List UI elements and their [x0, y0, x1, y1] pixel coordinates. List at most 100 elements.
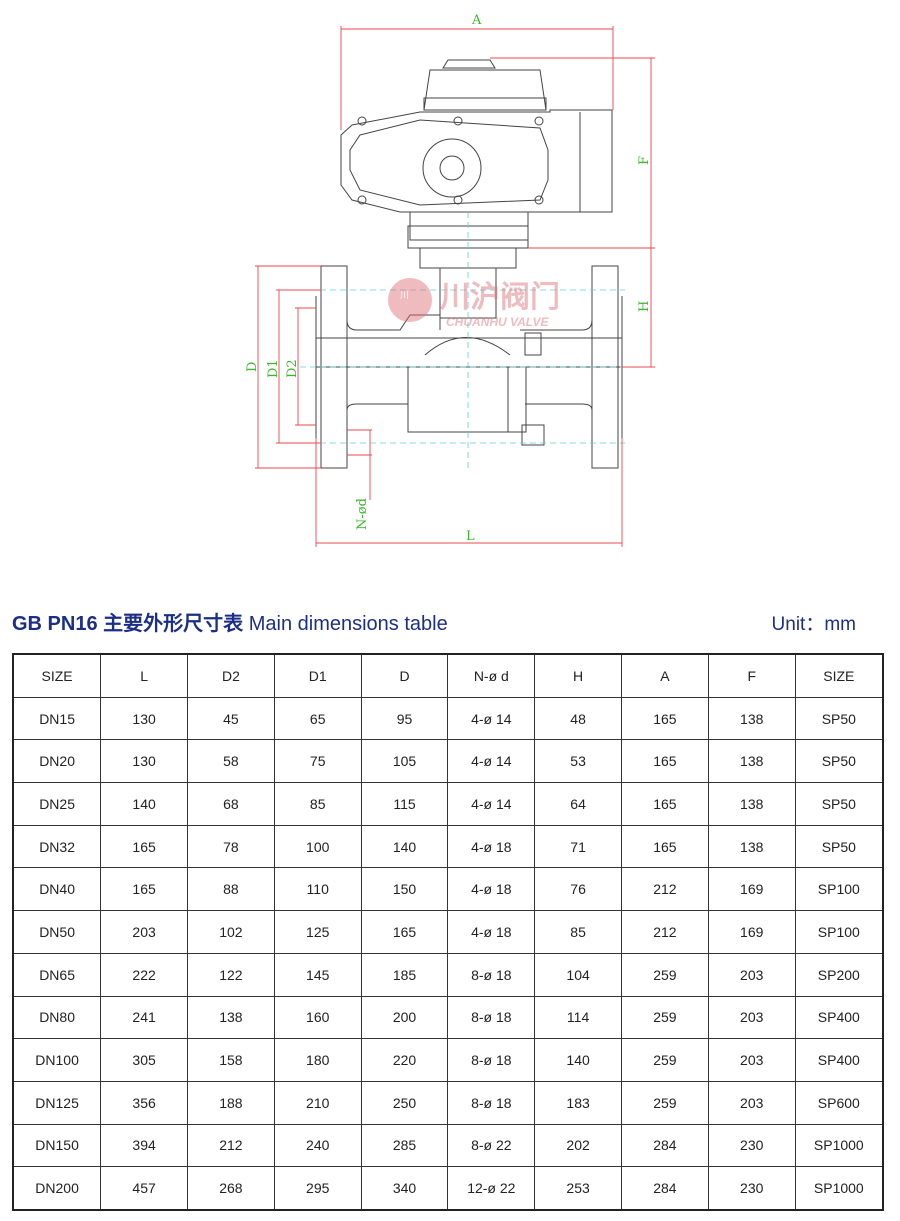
table-cell: 165	[100, 867, 188, 912]
table-cell: 210	[273, 1080, 362, 1125]
table-cell: 203	[100, 910, 188, 954]
table-cell: 222	[100, 952, 188, 997]
table-cell: 130	[100, 696, 188, 741]
table-cell: 305	[100, 1038, 188, 1082]
dim-label-d1: D1	[266, 359, 281, 378]
logo-en: CHUANHU VALVE	[446, 315, 549, 329]
table-cell: 138	[707, 696, 796, 741]
table-cell: SP400	[794, 1038, 884, 1082]
table-cell: 138	[707, 824, 796, 869]
table-cell: 110	[273, 867, 362, 912]
header-cell: A	[621, 653, 709, 698]
table-cell: 160	[273, 995, 362, 1040]
table-cell: 284	[621, 1123, 709, 1168]
header-cell: N-ø d	[447, 653, 536, 698]
table-cell: 212	[187, 1123, 275, 1168]
table-cell: 8-ø 18	[447, 1038, 536, 1082]
table-cell: 58	[187, 739, 275, 784]
bolt-icons	[357, 116, 544, 205]
table-cell: 165	[621, 824, 709, 869]
valve-dimension-drawing: 川 川沪阀门 CHUANHU VALVE A F H D D1 D2 N-ød …	[245, 13, 655, 547]
table-cell: 250	[360, 1080, 449, 1125]
header-cell: D1	[273, 653, 362, 698]
table-cell: 150	[360, 867, 449, 912]
table-cell: DN150	[12, 1123, 102, 1168]
dim-label-nod: N-ød	[355, 498, 370, 530]
table-cell: 8-ø 22	[447, 1123, 536, 1168]
header-cell: L	[100, 653, 188, 698]
table-cell: 95	[360, 696, 449, 741]
table-cell: 183	[534, 1080, 622, 1125]
table-cell: 356	[100, 1080, 188, 1125]
table-cell: 4-ø 18	[447, 824, 536, 869]
table-cell: 284	[621, 1166, 709, 1211]
table-cell: 165	[621, 739, 709, 784]
table-cell: 285	[360, 1123, 449, 1168]
table-cell: 230	[707, 1123, 796, 1168]
table-cell: 114	[534, 995, 622, 1040]
table-cell: 165	[100, 824, 188, 869]
table-title: GB PN16 主要外形尺寸表 Main dimensions table	[12, 607, 448, 636]
table-cell: 253	[534, 1166, 622, 1211]
table-cell: 140	[100, 782, 188, 826]
table-cell: 202	[534, 1123, 622, 1168]
table-cell: 340	[360, 1166, 449, 1211]
table-cell: 102	[187, 910, 275, 954]
table-cell: 125	[273, 910, 362, 954]
table-cell: DN65	[12, 952, 102, 997]
standard-code: GB PN16	[12, 613, 98, 635]
table-cell: 203	[707, 952, 796, 997]
table-cell: SP50	[794, 782, 884, 826]
table-cell: DN80	[12, 995, 102, 1040]
header-cell: SIZE	[12, 653, 102, 698]
table-cell: 85	[534, 910, 622, 954]
table-cell: 259	[621, 952, 709, 997]
table-cell: 220	[360, 1038, 449, 1082]
table-cell: 145	[273, 952, 362, 997]
table-cell: 165	[621, 782, 709, 826]
table-cell: 158	[187, 1038, 275, 1082]
table-cell: 4-ø 14	[447, 782, 536, 826]
title-cn: 主要外形尺寸表	[103, 613, 244, 635]
table-cell: 240	[273, 1123, 362, 1168]
table-cell: 165	[360, 910, 449, 954]
table-cell: SP1000	[794, 1166, 884, 1211]
table-cell: 12-ø 22	[447, 1166, 536, 1211]
table-cell: 78	[187, 824, 275, 869]
dim-label-d: D	[245, 362, 260, 372]
table-cell: 48	[534, 696, 622, 741]
table-cell: 188	[187, 1080, 275, 1125]
table-cell: SP100	[794, 867, 884, 912]
table-cell: 295	[273, 1166, 362, 1211]
table-cell: 68	[187, 782, 275, 826]
dimension-lines	[255, 26, 655, 547]
table-cell: SP50	[794, 696, 884, 741]
table-cell: 104	[534, 952, 622, 997]
table-cell: 4-ø 14	[447, 696, 536, 741]
table-cell: SP400	[794, 995, 884, 1040]
table-cell: 230	[707, 1166, 796, 1211]
dim-label-a: A	[471, 13, 482, 28]
table-cell: 76	[534, 867, 622, 912]
table-cell: DN100	[12, 1038, 102, 1082]
table-cell: 8-ø 18	[447, 995, 536, 1040]
dim-label-l: L	[466, 529, 475, 544]
dim-label-d2: D2	[285, 359, 300, 378]
table-cell: SP100	[794, 910, 884, 954]
table-cell: DN20	[12, 739, 102, 784]
table-cell: 122	[187, 952, 275, 997]
table-cell: 203	[707, 1038, 796, 1082]
table-cell: SP600	[794, 1080, 884, 1125]
table-cell: 169	[707, 910, 796, 954]
table-cell: DN25	[12, 782, 102, 826]
